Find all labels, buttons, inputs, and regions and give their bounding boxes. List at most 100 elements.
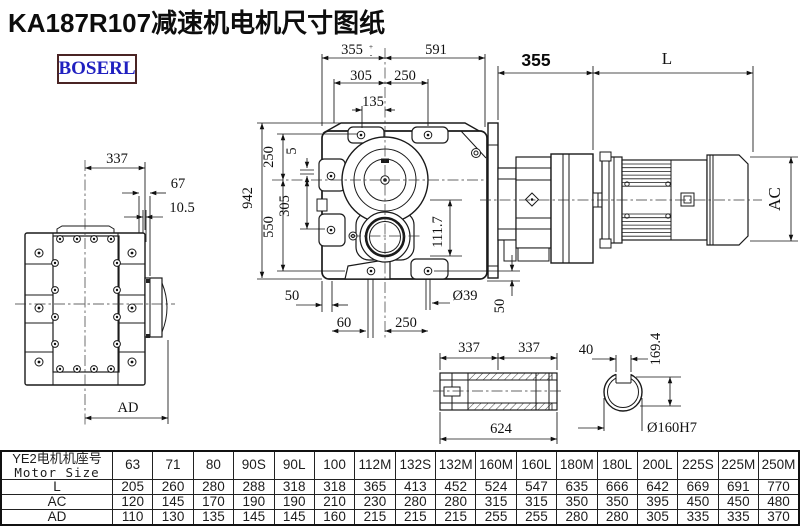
dim-label: 624 — [490, 421, 513, 437]
table-cell: 770 — [758, 478, 800, 495]
table-cell: 335 — [677, 509, 719, 526]
column-header: 132S — [394, 450, 437, 480]
table-cell: 135 — [192, 509, 235, 526]
dim-label: 5 — [284, 147, 300, 154]
table-cell: 170 — [192, 493, 235, 511]
table-cell: 280 — [394, 493, 437, 511]
left-view: 337 67 10.5 AD — [15, 151, 195, 425]
column-header: 132M — [434, 450, 477, 480]
table-cell: 350 — [556, 493, 598, 511]
table-cell: 318 — [273, 478, 315, 495]
table-cell: 110 — [111, 509, 154, 526]
table-cell: 280 — [596, 509, 638, 526]
row-label: AC — [0, 493, 113, 511]
motor-fins — [622, 163, 671, 237]
shaft-bore-detail: 40 169.4 Ø160H7 — [578, 332, 697, 436]
column-header: 160M — [475, 450, 517, 480]
dim-label: 305 — [277, 195, 293, 217]
table-cell: 666 — [596, 478, 638, 495]
table-cell: 120 — [111, 493, 154, 511]
dim-label: 550 — [261, 216, 277, 238]
hollow-shaft-detail: 337 337 624 — [433, 340, 564, 444]
table-cell: 190 — [233, 493, 275, 511]
dim-label: 305 — [350, 68, 372, 84]
column-header: 63 — [111, 450, 154, 480]
column-header: 180M — [556, 450, 598, 480]
table-cell: 215 — [434, 509, 477, 526]
dim-label: 355 — [341, 42, 363, 58]
dim-label: 250 — [394, 68, 416, 84]
gearbox-flange-plate — [487, 122, 499, 279]
table-cell: 350 — [596, 493, 638, 511]
dim-label: 10.5 — [169, 200, 194, 216]
dim-label: 337 — [106, 151, 128, 167]
dim-label: 40 — [579, 342, 594, 358]
column-header: 90S — [233, 450, 275, 480]
front-view: 355 + - 591 305 250 135 942 250 5 305 55… — [240, 42, 502, 340]
table-cell: 318 — [313, 478, 356, 495]
table-cell: 255 — [515, 509, 558, 526]
column-header: 250M — [758, 450, 800, 480]
dim-label: Ø39 — [453, 288, 478, 304]
adapter-drum — [550, 153, 594, 264]
column-header: 71 — [152, 450, 194, 480]
header-line1: YE2电机机座号 — [12, 451, 102, 466]
dim-label: 50 — [492, 299, 508, 314]
table-cell: 280 — [192, 478, 235, 495]
dim-label: 337 — [518, 340, 540, 356]
table-cell: 413 — [394, 478, 437, 495]
table-cell: 452 — [434, 478, 477, 495]
shaft-dimensions: 337 337 624 — [439, 340, 558, 444]
table-cell: 205 — [111, 478, 154, 495]
dim-label: 250 — [395, 315, 417, 331]
bore-dimensions: 40 169.4 Ø160H7 — [578, 332, 697, 436]
table-cell: 524 — [475, 478, 517, 495]
row-label: L — [0, 478, 113, 495]
brand-logo-text: BOSERL — [58, 58, 136, 79]
side-dimensions: 355 L AC — [497, 49, 798, 242]
dim-label: 67 — [171, 176, 186, 192]
dim-label: 111.7 — [430, 216, 446, 248]
motor-end-cap — [706, 154, 749, 246]
table-cell: 145 — [152, 493, 194, 511]
dim-label: 50 — [285, 288, 300, 304]
dim-label: L — [662, 49, 672, 68]
table-cell: 365 — [354, 478, 396, 495]
dim-label: 337 — [458, 340, 480, 356]
table-cell: 145 — [273, 509, 315, 526]
table-cell: 160 — [313, 509, 356, 526]
header-line2: Motor Size — [14, 464, 100, 480]
column-header: 100 — [313, 450, 356, 480]
table-cell: 260 — [152, 478, 194, 495]
table-cell: 215 — [354, 509, 396, 526]
side-shaft-boss — [144, 277, 163, 338]
page-title: KA187R107减速机电机尺寸图纸 — [8, 8, 386, 38]
dim-label: AC — [765, 187, 784, 211]
dim-tolerance: - — [370, 50, 373, 59]
table-cell: 215 — [394, 509, 437, 526]
row-label: AD — [0, 509, 113, 526]
dim-label: 169.4 — [648, 332, 664, 365]
column-header: 80 — [192, 450, 235, 480]
table-cell: 230 — [354, 493, 396, 511]
table-cell: 210 — [313, 493, 356, 511]
table-cell: 669 — [677, 478, 719, 495]
table-cell: 255 — [475, 509, 517, 526]
motor-nameplate — [680, 192, 695, 207]
column-header: 225M — [717, 450, 760, 480]
table-cell: 280 — [434, 493, 477, 511]
table-cell: 691 — [717, 478, 760, 495]
side-view: 355 L AC 50 — [434, 49, 798, 313]
table-cell: 130 — [152, 509, 194, 526]
shaft-key — [443, 386, 461, 397]
table-cell: 480 — [758, 493, 800, 511]
dim-label: 60 — [337, 315, 352, 331]
table-cell: 635 — [556, 478, 598, 495]
left-view-dimensions: 337 67 10.5 AD — [85, 151, 195, 424]
dim-label: 591 — [425, 42, 447, 58]
flange-bolt-holes — [51, 235, 121, 373]
top-boss — [56, 225, 115, 234]
